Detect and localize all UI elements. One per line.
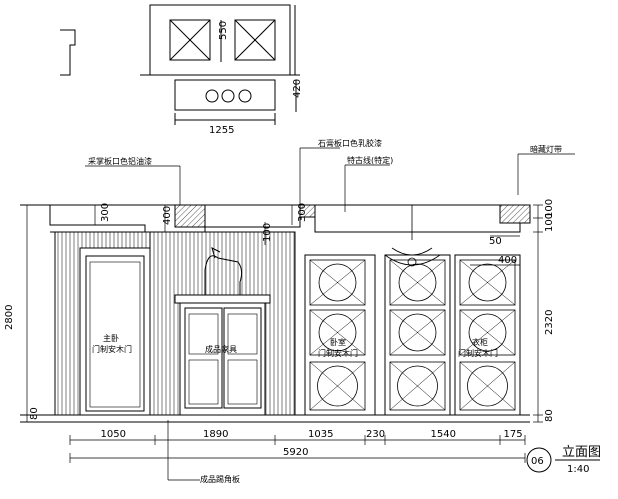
bottom-dimension-labels: 1050 1890 1035 230 1540 175 (101, 429, 523, 440)
panel-cross (459, 259, 516, 306)
panel-square (389, 259, 446, 306)
title-number: 06 (531, 456, 544, 467)
dim-left-100: 100 (262, 223, 273, 242)
door-left (79, 247, 151, 416)
panel-circle (318, 263, 357, 302)
ceiling-hatch-3 (499, 204, 531, 224)
dim-left-80: 80 (29, 407, 40, 420)
panel-cross (389, 259, 446, 306)
annotation-leaders (85, 147, 575, 481)
panel-square (459, 259, 516, 306)
panel-circle (318, 313, 357, 352)
panel-cross (309, 361, 366, 411)
panel-square (459, 309, 516, 356)
dim-bottom-total: 5920 (283, 447, 308, 458)
panel-cross (459, 361, 516, 411)
panel-circle (398, 263, 437, 302)
panel-cross (459, 309, 516, 356)
dim-top-400: 400 (162, 206, 173, 225)
dim-top-300b: 300 (297, 203, 308, 222)
dim-bottom-segment: 1050 (101, 429, 126, 440)
plan-lower-box (174, 79, 276, 111)
panel-square (389, 361, 446, 411)
title-block (526, 447, 600, 473)
dim-left-2800: 2800 (4, 305, 15, 330)
label-cabinet: 成品家具 (205, 344, 237, 354)
panel-cross (309, 309, 366, 356)
door-panels-right (304, 254, 521, 416)
note-ceiling-mid: 石膏板口色乳胶漆 (318, 138, 382, 148)
label-door-mid-2: 门制安木门 (318, 348, 358, 358)
panel-circle (468, 313, 507, 352)
title-name: 立面图 (562, 445, 601, 460)
panel-square (309, 259, 366, 306)
chandelier (384, 205, 441, 267)
dim-plan-550: 550 (218, 21, 229, 40)
dim-bottom-segment: 1890 (203, 429, 228, 440)
plan-detail (60, 4, 300, 125)
circle-panel-grid (309, 259, 516, 411)
panel-cross (389, 361, 446, 411)
panel-square (389, 309, 446, 356)
dim-right-100b: 100 (544, 199, 555, 218)
panel-square (309, 309, 366, 356)
dim-bottom-segment: 1540 (431, 429, 456, 440)
title-scale: 1:40 (567, 464, 589, 475)
label-door-left-1: 主卧 (103, 333, 119, 343)
label-door-left-2: 门制安木门 (92, 344, 132, 354)
dim-top-300a: 300 (100, 203, 111, 222)
dim-bottom-segment: 1035 (308, 429, 333, 440)
panel-cross (309, 259, 366, 306)
label-door-right-2: 门制安木门 (458, 348, 498, 358)
note-ceiling-left: 采掌板口色铝油漆 (88, 156, 152, 166)
panel-cross (389, 309, 446, 356)
note-skirting: 成品踢角板 (200, 474, 240, 484)
note-hidden-light: 暗藏灯带 (530, 144, 562, 154)
dim-plan-1255: 1255 (209, 125, 234, 136)
panel-square (459, 361, 516, 411)
dimension-lines (22, 204, 543, 459)
plan-left-bracket (60, 29, 76, 76)
cabinet (174, 294, 271, 416)
bottom-dimension-ticks (69, 435, 526, 463)
panel-square (309, 361, 366, 411)
panel-circle (467, 365, 508, 407)
panel-circle (468, 263, 507, 302)
panel-circle (397, 365, 438, 407)
panel-circle (317, 365, 358, 407)
dim-right-100a: 100 (544, 213, 555, 232)
dim-plan-420: 420 (292, 79, 303, 98)
note-cornice: 特古线(特定) (347, 155, 393, 165)
dim-right-50: 50 (489, 236, 502, 247)
ceiling-hatch-1 (174, 204, 206, 228)
horse-sculpture (200, 247, 245, 296)
dim-right-80: 80 (544, 409, 555, 422)
panel-circle (398, 313, 437, 352)
label-door-right-1: 衣柜 (472, 337, 488, 347)
dim-right-400: 400 (498, 255, 517, 266)
dim-bottom-segment: 175 (504, 429, 523, 440)
dim-bottom-segment: 230 (366, 429, 385, 440)
dim-right-2320: 2320 (544, 310, 555, 335)
label-door-mid-1: 卧室 (330, 337, 346, 347)
